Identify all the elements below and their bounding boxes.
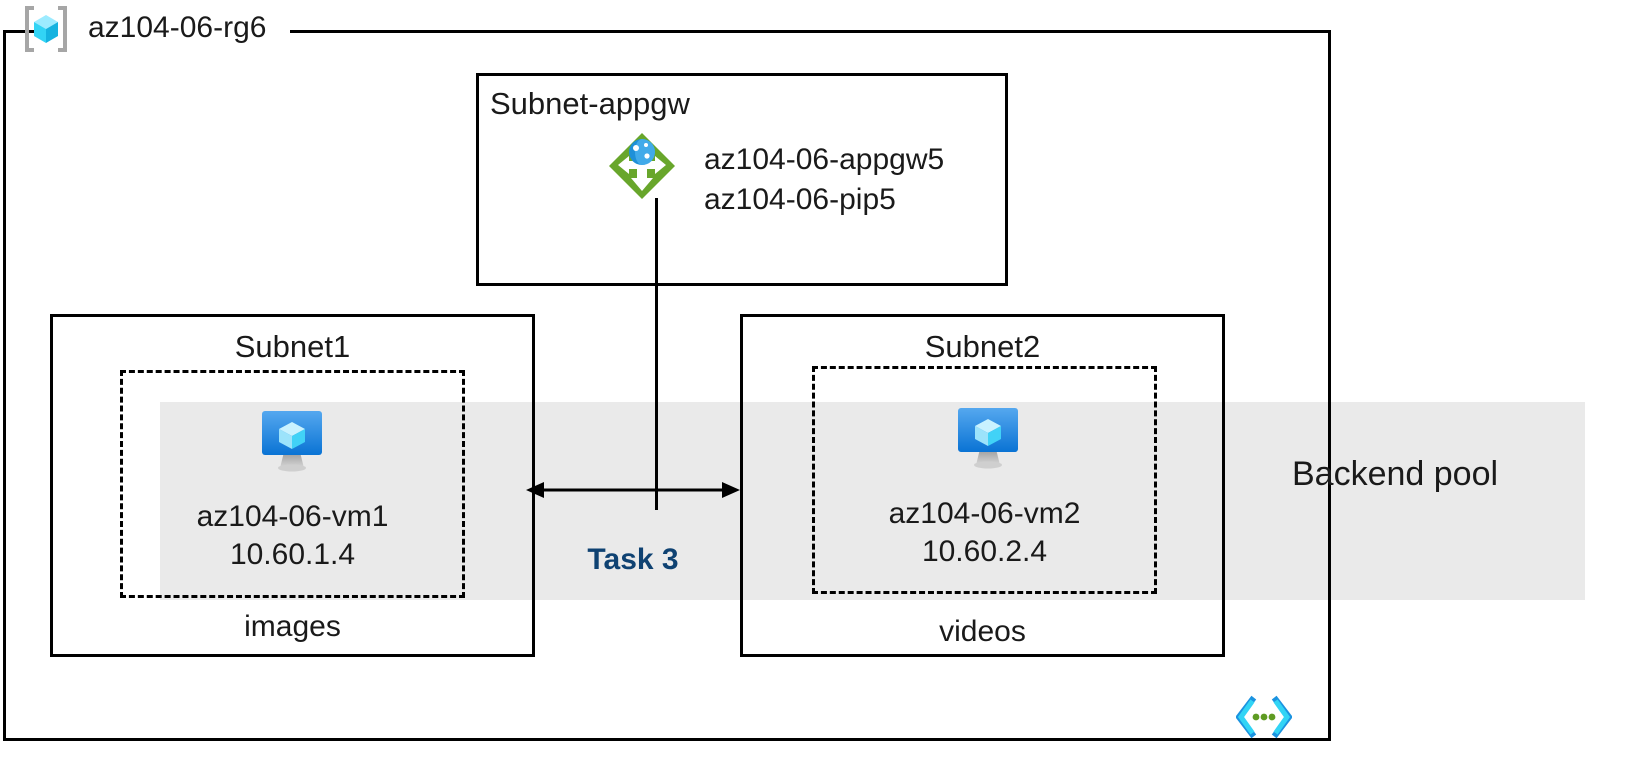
- subnet1-title: Subnet1: [234, 329, 351, 364]
- task-3-annotation: Task 3: [587, 543, 679, 576]
- subnet2-nic-boundary: [812, 366, 1157, 594]
- virtual-machine-icon: [254, 408, 330, 474]
- subnet-appgw-title: Subnet-appgw: [490, 86, 690, 121]
- appgw-to-backend-connector: [655, 198, 658, 510]
- resource-group-cube-icon: [20, 4, 72, 54]
- code-brackets-icon: [1235, 693, 1293, 741]
- vm2-text: az104-06-vm2 10.60.2.4: [812, 495, 1157, 571]
- backend-pool-label: Backend pool: [1292, 455, 1499, 493]
- subnet1-nic-label: images: [244, 610, 341, 643]
- virtual-machine-icon: [950, 405, 1026, 471]
- subnet2-nic-label: videos: [939, 615, 1026, 648]
- subnet1-nic-boundary: [120, 370, 465, 598]
- resource-group-label: az104-06-rg6: [88, 11, 267, 44]
- resource-group-border-right-rule: [290, 30, 1331, 33]
- application-gateway-icon: [608, 132, 676, 200]
- subnet2-title: Subnet2: [924, 329, 1041, 364]
- appgw-resource-names: az104-06-appgw5 az104-06-pip5: [704, 140, 944, 220]
- subnet2-boundary: [740, 314, 1225, 657]
- appgw-name: az104-06-appgw5: [704, 143, 945, 176]
- subnet-to-subnet-arrow: [524, 474, 742, 506]
- vm2-name: az104-06-vm2: [888, 497, 1081, 530]
- vm1-name: az104-06-vm1: [196, 500, 389, 533]
- vm2-ip: 10.60.2.4: [921, 535, 1048, 568]
- resource-group-boundary: [3, 30, 1331, 741]
- vm1-ip: 10.60.1.4: [229, 538, 356, 571]
- resource-group-border-left-stub: [3, 30, 45, 33]
- subnet-appgw-boundary: [476, 73, 1008, 286]
- backend-pool-band: [160, 402, 1585, 600]
- subnet1-boundary: [50, 314, 535, 657]
- public-ip-name: az104-06-pip5: [704, 183, 896, 216]
- vm1-text: az104-06-vm1 10.60.1.4: [120, 498, 465, 574]
